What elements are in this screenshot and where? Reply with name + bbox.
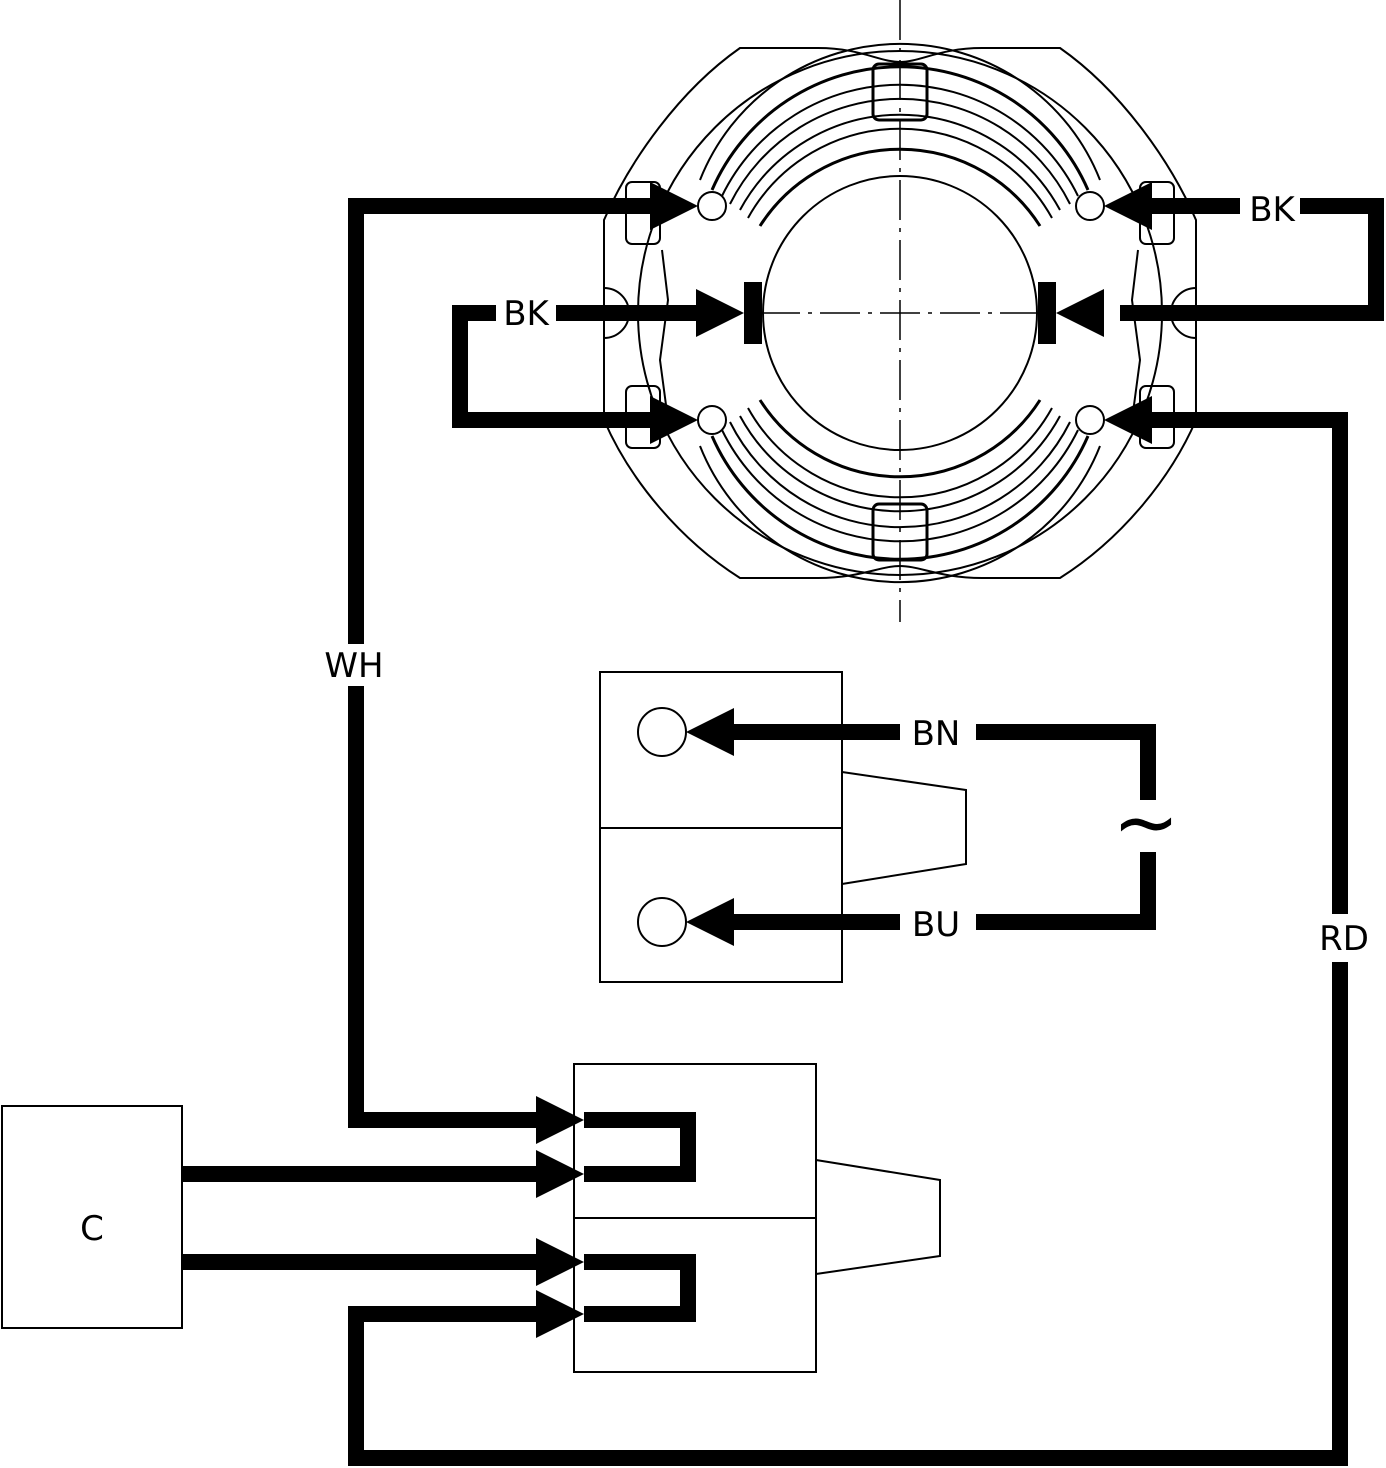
right-pole-profile <box>1130 249 1142 421</box>
mains-connector <box>599 671 967 983</box>
wire-bn <box>728 724 1156 800</box>
arrow-wh-to-connector <box>536 1096 584 1144</box>
connection-arrows <box>536 182 1152 1338</box>
motor-stator <box>603 0 1197 622</box>
mains-terminal-bn <box>637 707 687 757</box>
bottom-pole-shoe <box>871 502 929 562</box>
carbon-brush-left <box>744 282 762 344</box>
arrow-bu-to-mains <box>686 898 734 946</box>
label-bk-top-right: BK <box>1249 190 1296 230</box>
label-wh: WH <box>324 646 383 686</box>
coil-terminal-bottom-left <box>697 405 727 435</box>
label-bk-mid-left: BK <box>503 294 550 334</box>
arrow-bk-to-bottom-left <box>650 396 698 444</box>
label-rd: RD <box>1319 919 1369 959</box>
carbon-brush-right <box>1038 282 1056 344</box>
arrow-bk-to-top-right <box>1104 182 1152 230</box>
arrow-cap2-to-connector <box>536 1238 584 1286</box>
wiring <box>182 198 1384 1466</box>
wire-wh <box>348 198 660 1128</box>
wire-bu <box>728 852 1156 930</box>
arrow-rd-to-bottom-right <box>1104 396 1152 444</box>
wire-bk-mid-left <box>452 305 700 428</box>
jumper-lower <box>584 1254 696 1322</box>
capacitor: C <box>1 1105 183 1329</box>
ac-supply-symbol: ~ <box>1112 776 1179 869</box>
capacitor-symbol: C <box>80 1209 104 1249</box>
label-bn: BN <box>912 714 961 754</box>
arrow-cap1-to-connector <box>536 1150 584 1198</box>
left-pole-profile <box>658 249 670 421</box>
wire-labels: WH RD BK BK BN BU ~ <box>324 190 1369 959</box>
top-field-winding <box>699 42 1101 227</box>
arrow-bn-to-mains <box>686 708 734 756</box>
bottom-field-winding <box>699 399 1101 584</box>
jumper-upper <box>584 1112 696 1182</box>
top-pole-shoe <box>871 62 929 122</box>
wire-rd <box>348 412 1348 1466</box>
coil-terminal-top-left <box>697 191 727 221</box>
mains-terminal-bu <box>637 897 687 947</box>
mains-connector-plug-taper <box>841 771 967 885</box>
coil-terminal-top-right <box>1075 191 1105 221</box>
stator-housing-outline <box>603 47 1197 579</box>
arrow-bk-to-left-brush <box>696 289 744 337</box>
wire-bk-top-right <box>1120 198 1384 321</box>
arrow-wh-to-top-left <box>650 182 698 230</box>
coil-terminal-bottom-right <box>1075 405 1105 435</box>
capacitor-connector <box>573 1063 941 1373</box>
arrow-bk-to-right-brush <box>1056 289 1104 337</box>
label-bu: BU <box>912 905 960 945</box>
capacitor-box <box>1 1105 183 1329</box>
arrow-rd-to-connector <box>536 1290 584 1338</box>
capacitor-connector-plug-taper <box>815 1159 941 1275</box>
